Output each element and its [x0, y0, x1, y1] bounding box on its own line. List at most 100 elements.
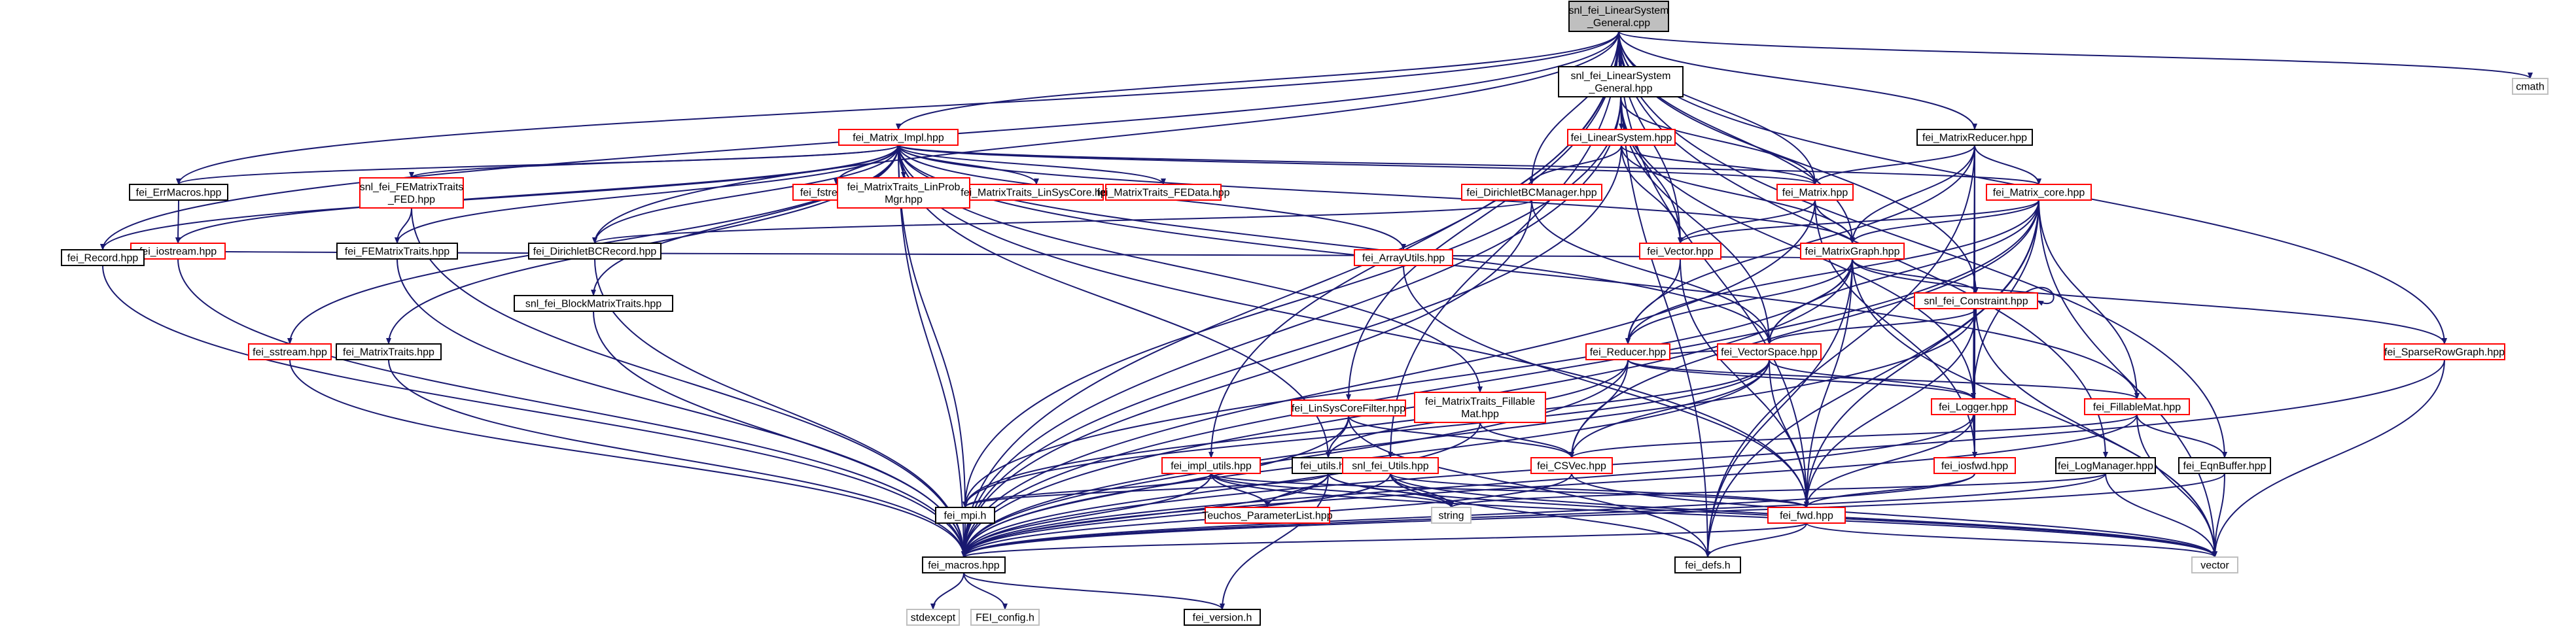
node-blockmt: snl_fei_BlockMatrixTraits.hpp — [514, 295, 673, 312]
node-label: fei_LinSysCoreFilter.hpp — [1292, 403, 1405, 415]
edge-matrix-to-mgraph — [1814, 199, 1855, 244]
node-logger[interactable]: fei_Logger.hpp — [1931, 398, 2016, 415]
node-label: snl_fei_Utils.hpp — [1352, 461, 1429, 472]
edge-mgraph-to-reducer — [1625, 258, 1853, 345]
node-mgraph[interactable]: fei_MatrixGraph.hpp — [1800, 243, 1905, 260]
node-defs: fei_defs.h — [1674, 556, 1741, 573]
node-mpi: fei_mpi.h — [935, 507, 995, 524]
node-string: string — [1431, 507, 1472, 524]
node-lscfilter[interactable]: fei_LinSysCoreFilter.hpp — [1291, 400, 1406, 417]
edge-mimpl-to-matrix — [898, 145, 1818, 185]
node-spgraph[interactable]: fei_SparseRowGraph.hpp — [2384, 343, 2505, 360]
edge-snlutils-to-fwd — [1390, 473, 1809, 508]
edge-root-to-errmacros — [176, 31, 1619, 185]
edge-vspace-to-csvec — [1569, 359, 1770, 458]
node-box — [906, 609, 960, 626]
edge-mcore-to-fillable — [2038, 199, 2140, 400]
node-label: fei_defs.h — [1685, 560, 1730, 571]
edge-dirbcrec-to-macros — [594, 258, 966, 558]
node-vspace[interactable]: fei_VectorSpace.hpp — [1717, 343, 1822, 360]
node-label: fei_LogManager.hpp — [2058, 461, 2153, 472]
edge-linsys-to-vector_h — [1621, 145, 1683, 244]
edge-lsgh-to-matrix — [1620, 96, 1818, 185]
edge-mgraph-to-macros — [961, 258, 1853, 558]
node-mcore[interactable]: fei_Matrix_core.hpp — [1986, 184, 2092, 201]
node-implutils[interactable]: fei_impl_utils.hpp — [1161, 457, 1261, 474]
node-logmgr: fei_LogManager.hpp — [2055, 457, 2156, 474]
edge-reducer-to-mpi — [962, 359, 1629, 508]
node-matrix[interactable]: fei_Matrix.hpp — [1776, 184, 1854, 201]
node-constraint[interactable]: snl_fei_Constraint.hpp — [1914, 292, 2038, 309]
edge-root-to-mreducer — [1618, 31, 1977, 130]
node-mtfillable[interactable]: fei_MatrixTraits_FillableMat.hpp — [1414, 392, 1546, 423]
edge-record-to-macros — [102, 265, 966, 558]
node-cmath: cmath — [2512, 78, 2549, 95]
node-label: fei_Logger.hpp — [1939, 402, 2008, 413]
edge-fwd-to-vector — [1806, 522, 2217, 558]
edge-utils-to-macros — [961, 473, 1329, 558]
node-vector_h[interactable]: fei_Vector.hpp — [1639, 243, 1721, 260]
node-box — [1354, 249, 1453, 266]
node-label: snl_fei_LinearSystem — [1569, 5, 1669, 16]
node-fwd[interactable]: fei_fwd.hpp — [1767, 507, 1846, 524]
node-dirbcmgr[interactable]: fei_DirichletBCManager.hpp — [1461, 184, 1602, 201]
node-iostream[interactable]: fei_iostream.hpp — [130, 243, 226, 260]
node-label: fei_mpi.h — [944, 511, 987, 522]
node-iosfwd[interactable]: fei_iosfwd.hpp — [1933, 457, 2016, 474]
node-mimpl[interactable]: fei_Matrix_Impl.hpp — [838, 129, 959, 146]
node-macros: fei_macros.hpp — [922, 556, 1006, 573]
node-box — [1161, 457, 1261, 474]
edge-spgraph-to-macros — [961, 359, 2445, 558]
node-layer: snl_fei_LinearSystem_General.cppcmathsnl… — [61, 1, 2549, 626]
node-record: fei_Record.hpp — [61, 249, 145, 266]
edge-dirbcmgr-to-macros — [961, 199, 1532, 558]
node-sstream[interactable]: fei_sstream.hpp — [248, 343, 332, 360]
edge-logger-to-macros — [961, 414, 1974, 558]
node-label: snl_fei_FEMatrixTraits — [360, 182, 464, 193]
edge-macros-to-version — [963, 572, 1225, 610]
node-teuchos[interactable]: Teuchos_ParameterList.hpp — [1202, 507, 1333, 524]
edge-lsgh-to-logger — [1620, 96, 1976, 400]
node-linsys[interactable]: fei_LinearSystem.hpp — [1567, 129, 1676, 146]
node-box — [1568, 1, 1669, 32]
node-box — [248, 343, 332, 360]
node-label: fei_Reducer.hpp — [1590, 347, 1667, 358]
node-box — [1184, 609, 1261, 626]
node-arrayutils[interactable]: fei_ArrayUtils.hpp — [1354, 249, 1453, 266]
edge-root-to-implutils — [1209, 31, 1619, 458]
edge-reducer-to-logger — [1627, 359, 1976, 400]
node-box — [1916, 129, 2033, 146]
node-fillable[interactable]: fei_FillableMat.hpp — [2084, 398, 2190, 415]
node-label: cmath — [2516, 82, 2545, 93]
node-box — [935, 507, 995, 524]
edge-csvec-to-vector — [1571, 473, 2217, 558]
node-label: fei_ErrMacros.hpp — [136, 188, 222, 199]
node-label: fei_Matrix_Impl.hpp — [853, 133, 944, 144]
node-eqnbuf: fei_EqnBuffer.hpp — [2178, 457, 2271, 474]
edge-mimpl-to-fwd — [898, 145, 1809, 508]
node-snlfemt[interactable]: snl_fei_FEMatrixTraits_FED.hpp — [359, 177, 464, 209]
edge-mcore-to-macros — [961, 199, 2039, 558]
node-label: fei_MatrixTraits_LinProb — [847, 182, 961, 193]
node-reducer[interactable]: fei_Reducer.hpp — [1585, 343, 1670, 360]
edge-mreducer-to-mgraph — [1850, 145, 1975, 244]
node-snlutils[interactable]: snl_fei_Utils.hpp — [1342, 457, 1439, 474]
edge-vspace-to-mpi — [962, 359, 1770, 508]
node-label: Mat.hpp — [1461, 409, 1499, 420]
node-mtlinsyscore[interactable]: fei_MatrixTraits_LinSysCore.hpp — [961, 184, 1112, 201]
node-box — [129, 184, 228, 201]
node-label: fei_DirichletBCManager.hpp — [1466, 188, 1597, 199]
node-box — [1461, 184, 1602, 201]
node-mtfedata[interactable]: fei_MatrixTraits_FEData.hpp — [1097, 184, 1230, 201]
node-box — [1105, 184, 1222, 201]
node-csvec[interactable]: fei_CSVec.hpp — [1530, 457, 1613, 474]
edge-root-to-matrix — [1618, 31, 1818, 185]
node-box — [1986, 184, 2092, 201]
edge-mreducer-to-mcore — [1974, 145, 2041, 185]
edge-matrix-to-macros — [961, 199, 1816, 558]
node-box — [528, 243, 662, 260]
edge-blockmt-to-macros — [593, 311, 966, 558]
node-label: _General.hpp — [1589, 83, 1653, 94]
edge-mimpl-to-record — [100, 145, 899, 250]
